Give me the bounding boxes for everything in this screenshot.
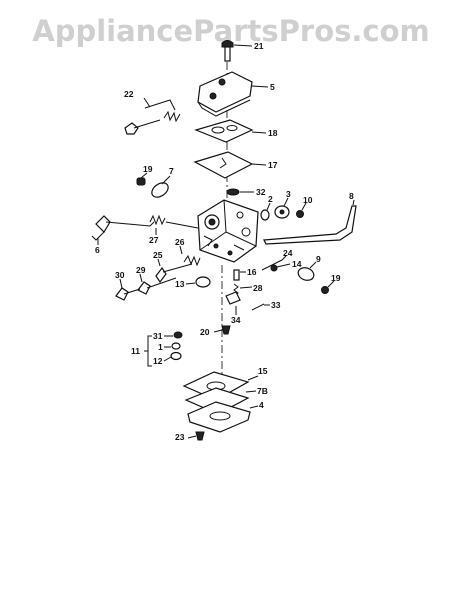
- label-32: 32: [256, 187, 266, 197]
- part-2-washer: [260, 202, 271, 221]
- part-30-screw: [115, 278, 141, 301]
- label-23: 23: [175, 432, 185, 442]
- part-10-screw: [296, 202, 307, 218]
- label-27: 27: [149, 235, 159, 245]
- label-14: 14: [292, 259, 302, 269]
- label-30: 30: [115, 270, 125, 280]
- part-9-choke-plate: [297, 261, 317, 281]
- part-21-knob: [221, 40, 253, 62]
- label-5: 5: [270, 82, 275, 92]
- label-33: 33: [271, 300, 281, 310]
- label-20: 20: [200, 327, 210, 337]
- part-23-screw: [187, 431, 205, 441]
- part-14-screw: [270, 263, 291, 272]
- label-1: 1: [158, 342, 163, 352]
- part-1-plug: [164, 342, 181, 350]
- part-3-choke-disc: [274, 197, 290, 219]
- part-8-choke-shaft: [263, 199, 357, 245]
- part-7-throttle-plate: [151, 175, 171, 198]
- label-3: 3: [286, 189, 291, 199]
- label-34: 34: [231, 315, 241, 325]
- part-5-pump-cover: [197, 71, 269, 117]
- label-6: 6: [95, 245, 100, 255]
- part-33-pin: [251, 303, 270, 311]
- label-21: 21: [254, 41, 264, 51]
- label-19b: 19: [331, 273, 341, 283]
- part-19-screw-lower: [321, 280, 335, 294]
- part-24-pin: [261, 255, 287, 271]
- label-15: 15: [258, 366, 268, 376]
- label-18: 18: [268, 128, 278, 138]
- label-9: 9: [316, 254, 321, 264]
- label-7b: 7B: [257, 386, 268, 396]
- label-7: 7: [169, 166, 174, 176]
- label-16: 16: [247, 267, 257, 277]
- part-12-plug: [163, 351, 182, 362]
- bracket-11: [144, 335, 152, 367]
- label-29: 29: [136, 265, 146, 275]
- part-17-pump-diaphragm: [193, 151, 267, 179]
- label-19: 19: [143, 164, 153, 174]
- part-25-needle: [155, 258, 193, 284]
- label-25: 25: [153, 250, 163, 260]
- label-24: 24: [283, 248, 293, 258]
- label-26: 26: [175, 237, 185, 247]
- label-17: 17: [268, 160, 278, 170]
- carburetor-body: [197, 199, 259, 263]
- label-11: 11: [131, 346, 140, 356]
- part-34-metering-lever: [225, 291, 241, 315]
- part-4-metering-cover: [187, 401, 259, 433]
- part-18-pump-gasket: [194, 119, 267, 143]
- part-32-screen: [226, 188, 254, 196]
- label-31: 31: [153, 331, 163, 341]
- label-8: 8: [349, 191, 354, 201]
- label-2: 2: [268, 194, 273, 204]
- part-27-spring: [149, 214, 199, 235]
- part-19-screw-upper: [136, 172, 148, 186]
- label-4: 4: [259, 400, 264, 410]
- label-22: 22: [124, 89, 134, 99]
- part-13-gasket: [185, 276, 211, 288]
- part-6-throttle-lever: [91, 215, 155, 245]
- part-labels: 21 5 22 18 17 19 7 32 3 2 10 8 6 27 26 2…: [95, 41, 354, 442]
- label-12: 12: [153, 356, 163, 366]
- part-16-inlet-needle: [233, 269, 246, 281]
- part-31-plug: [164, 331, 183, 339]
- part-26-spring: [179, 245, 201, 267]
- label-13: 13: [175, 279, 185, 289]
- part-29-needle: [137, 273, 177, 295]
- part-22-screw-spring: [124, 97, 181, 135]
- label-10: 10: [303, 195, 313, 205]
- label-28: 28: [253, 283, 263, 293]
- part-20-screw: [213, 325, 231, 335]
